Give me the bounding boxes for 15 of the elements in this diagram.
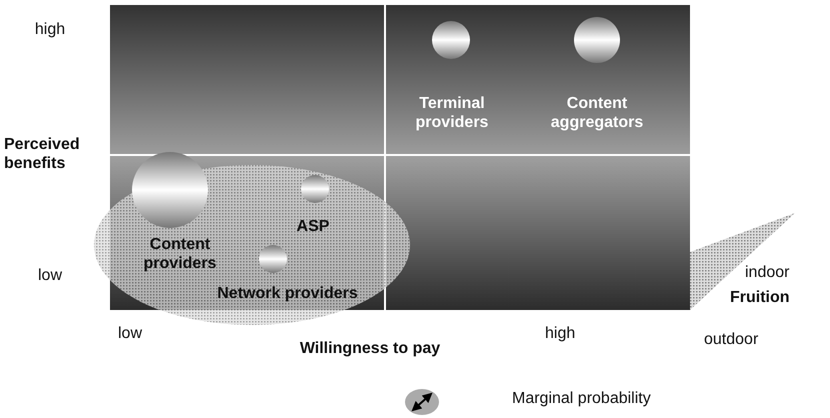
legend-text: Marginal probability (512, 390, 651, 408)
axis-label: Content aggregators (550, 94, 644, 132)
axis-label: Perceived benefits (4, 135, 81, 173)
axis-label: Content providers (142, 235, 218, 273)
axis-label: Network providers (216, 284, 359, 303)
axis-label: high (34, 20, 66, 39)
axis-label: high (545, 324, 576, 343)
axis-label: Terminal providers (414, 94, 490, 132)
axis-label: ASP (296, 217, 330, 236)
axis-label: low (118, 324, 144, 343)
axis-label: Fruition (730, 288, 791, 307)
axis-label: Willingness to pay (298, 339, 442, 358)
axis-label: low (36, 266, 63, 285)
axis-label: outdoor (704, 330, 760, 349)
axis-label: indoor (745, 263, 790, 282)
